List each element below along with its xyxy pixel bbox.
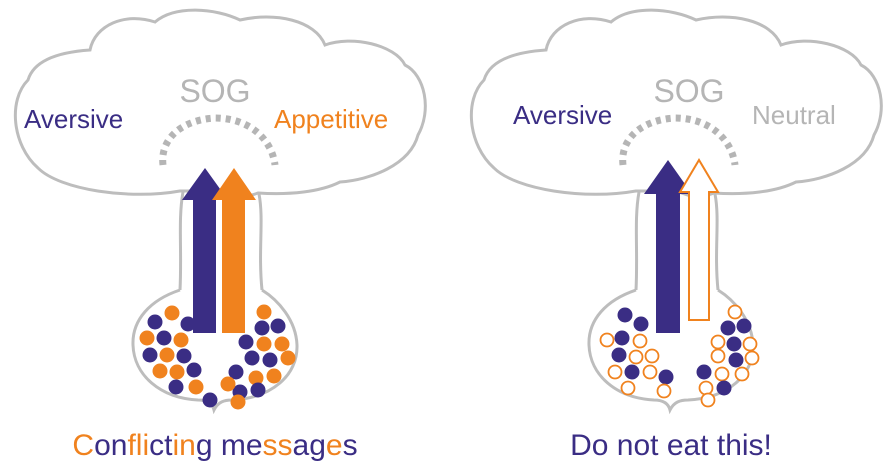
- neutral-neuron: [744, 350, 760, 366]
- appetitive-neuron: [139, 330, 155, 346]
- caption-segment: g me: [196, 429, 263, 462]
- right-neutral-arrow: [678, 158, 720, 321]
- left-brain-outline: [13, 8, 427, 200]
- aversive-neuron: [611, 347, 627, 363]
- appetitive-neuron: [266, 368, 282, 384]
- aversive-neuron: [186, 362, 202, 378]
- neutral-neuron: [710, 334, 726, 350]
- aversive-neuron: [633, 316, 649, 332]
- appetitive-neuron: [152, 363, 168, 379]
- appetitive-neuron: [220, 376, 236, 392]
- neutral-neuron: [710, 348, 726, 364]
- neutral-neuron: [656, 383, 672, 399]
- aversive-neuron: [156, 330, 172, 346]
- aversive-neuron: [147, 314, 163, 330]
- aversive-neuron: [614, 330, 630, 346]
- aversive-neuron: [728, 352, 744, 368]
- aversive-neuron: [176, 348, 192, 364]
- left-sog-label: SOG: [179, 73, 250, 109]
- right-neutral-label: Neutral: [752, 100, 836, 130]
- right-caption: Do not eat this!: [570, 429, 772, 462]
- appetitive-neuron: [173, 332, 189, 348]
- aversive-neuron: [250, 382, 266, 398]
- caption-segment: ss: [263, 429, 293, 462]
- left-neck: [178, 191, 264, 291]
- aversive-neuron: [716, 380, 732, 396]
- aversive-neuron: [720, 320, 736, 336]
- aversive-neuron: [617, 307, 633, 323]
- neutral-neuron: [642, 364, 658, 380]
- neutral-neuron: [714, 366, 730, 382]
- neutral-neuron: [734, 366, 750, 382]
- appetitive-neuron: [274, 336, 290, 352]
- appetitive-neuron: [188, 379, 204, 395]
- left-caption: Conflicting messages: [72, 429, 357, 462]
- aversive-neuron: [142, 347, 158, 363]
- right-brain-outline: [469, 8, 883, 200]
- right-aversive-arrow: [644, 160, 692, 333]
- right-sog-outline: [619, 114, 739, 166]
- aversive-neuron: [254, 320, 270, 336]
- aversive-neuron: [228, 364, 244, 380]
- neutral-neuron: [727, 304, 743, 320]
- aversive-neuron: [262, 352, 278, 368]
- right-panel: SOG Aversive Neutral Do not eat this!: [469, 8, 883, 462]
- caption-segment: fli: [127, 429, 149, 462]
- aversive-neuron: [270, 318, 286, 334]
- neutral-neuron: [628, 349, 644, 365]
- appetitive-neuron: [256, 336, 272, 352]
- aversive-neuron: [202, 392, 218, 408]
- caption-segment: e: [326, 429, 343, 462]
- caption-segment: C: [72, 429, 94, 462]
- aversive-neuron: [726, 336, 742, 352]
- left-sog-outline: [159, 114, 279, 166]
- aversive-neuron: [168, 379, 184, 395]
- neutral-neuron: [620, 380, 636, 396]
- aversive-neuron: [238, 334, 254, 350]
- appetitive-neuron: [248, 370, 264, 386]
- aversive-neuron: [696, 364, 712, 380]
- caption-segment: ct: [149, 429, 173, 462]
- appetitive-neuron: [164, 305, 180, 321]
- neutral-neuron: [644, 348, 660, 364]
- left-aversive-arrow: [182, 168, 228, 333]
- aversive-neuron: [624, 364, 640, 380]
- caption-segment: in: [172, 429, 195, 462]
- appetitive-neuron: [230, 394, 246, 410]
- right-neurons: [599, 304, 760, 408]
- neutral-neuron: [632, 333, 648, 349]
- right-aversive-label: Aversive: [513, 100, 612, 130]
- aversive-neuron: [658, 369, 674, 385]
- caption-segment: ag: [293, 429, 326, 462]
- appetitive-neuron: [256, 304, 272, 320]
- caption-segment: on: [94, 429, 127, 462]
- left-panel: SOG Aversive Appetitive Conflicting mess…: [13, 8, 427, 462]
- appetitive-neuron: [159, 347, 175, 363]
- aversive-neuron: [180, 316, 196, 332]
- neutral-neuron: [599, 332, 615, 348]
- neutral-neuron: [700, 392, 716, 408]
- neutral-neuron: [607, 364, 623, 380]
- caption-segment: s: [343, 429, 358, 462]
- appetitive-neuron: [280, 350, 296, 366]
- appetitive-neuron: [169, 364, 185, 380]
- left-appetitive-label: Appetitive: [274, 104, 388, 134]
- right-neck: [634, 191, 720, 291]
- left-neurons: [139, 304, 296, 410]
- left-aversive-label: Aversive: [24, 104, 123, 134]
- right-sog-label: SOG: [653, 73, 724, 109]
- neutral-neuron: [698, 380, 714, 396]
- aversive-neuron: [244, 350, 260, 366]
- neutral-neuron: [742, 336, 758, 352]
- left-appetitive-arrow: [212, 168, 256, 333]
- aversive-neuron: [736, 318, 752, 334]
